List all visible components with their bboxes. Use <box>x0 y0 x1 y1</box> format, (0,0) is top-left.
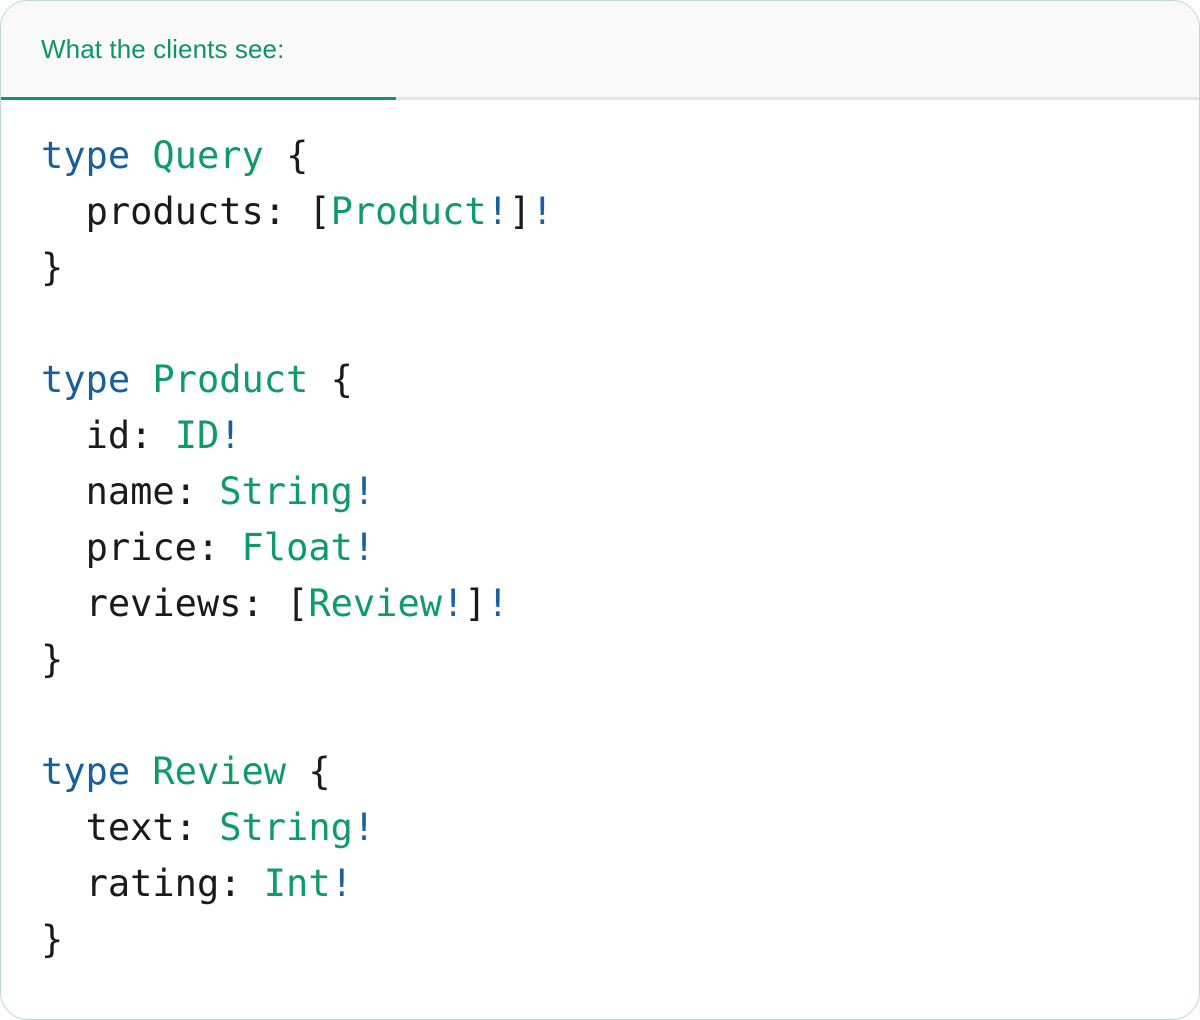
code-token-field: reviews <box>85 582 242 625</box>
code-token-bang: ! <box>486 582 509 625</box>
code-line: type Query { <box>41 128 1199 184</box>
code-token-plain <box>41 526 86 569</box>
code-token-punct: : <box>263 190 309 233</box>
code-token-bang: ! <box>486 190 509 233</box>
code-token-punct: { <box>286 134 309 177</box>
code-token-type: Review <box>308 582 442 625</box>
code-token-plain <box>286 750 308 793</box>
code-token-plain <box>130 134 152 177</box>
code-token-plain <box>130 358 152 401</box>
code-token-field: id <box>85 414 131 457</box>
graphql-schema-code[interactable]: type Query { products: [Product!]!} type… <box>1 128 1199 968</box>
code-token-plain <box>308 358 330 401</box>
code-token-punct: : <box>241 582 287 625</box>
code-token-field: name <box>85 470 175 513</box>
code-token-type: ID <box>174 414 220 457</box>
code-token-type: Query <box>152 134 264 177</box>
code-token-punct: : <box>174 470 220 513</box>
code-token-punct: ] <box>508 190 532 233</box>
code-line: reviews: [Review!]! <box>41 576 1199 632</box>
code-line: } <box>41 912 1199 968</box>
code-token-type: Review <box>152 750 287 793</box>
code-token-plain <box>264 134 286 177</box>
code-token-plain <box>41 862 86 905</box>
code-line: text: String! <box>41 800 1199 856</box>
code-token-kw: type <box>41 750 131 793</box>
tab-strip: What the clients see: <box>1 1 1199 100</box>
code-token-punct: : <box>130 414 175 457</box>
code-token-type: Float <box>241 526 353 569</box>
code-token-bang: ! <box>330 862 353 905</box>
code-token-punct: : <box>219 862 264 905</box>
code-line: price: Float! <box>41 520 1199 576</box>
code-token-kw: type <box>41 134 131 177</box>
code-line <box>41 688 1199 744</box>
code-line: products: [Product!]! <box>41 184 1199 240</box>
code-token-bang: ! <box>219 414 242 457</box>
code-line: name: String! <box>41 464 1199 520</box>
code-token-punct: } <box>41 638 64 681</box>
code-token-field: products <box>85 190 264 233</box>
code-token-field: text <box>85 806 175 849</box>
code-token-punct: [ <box>286 582 309 625</box>
code-line: type Product { <box>41 352 1199 408</box>
code-token-field: price <box>85 526 197 569</box>
code-token-bang: ! <box>442 582 465 625</box>
code-line: rating: Int! <box>41 856 1199 912</box>
code-token-plain <box>130 750 152 793</box>
code-line: type Review { <box>41 744 1199 800</box>
code-token-punct: { <box>330 358 353 401</box>
code-token-plain <box>41 414 86 457</box>
code-token-bang: ! <box>352 470 376 513</box>
code-token-type: Product <box>152 358 309 401</box>
tab-what-the-clients-see[interactable]: What the clients see: <box>1 1 396 100</box>
code-line: } <box>41 240 1199 296</box>
code-token-type: String <box>219 470 353 513</box>
code-token-punct: : <box>196 526 242 569</box>
code-token-plain <box>41 806 86 849</box>
code-token-kw: type <box>41 358 131 401</box>
code-token-plain <box>41 190 86 233</box>
code-token-bang: ! <box>531 190 554 233</box>
code-token-field: rating <box>85 862 220 905</box>
code-line: } <box>41 632 1199 688</box>
code-line: id: ID! <box>41 408 1199 464</box>
code-token-plain <box>41 470 86 513</box>
code-token-type: Product <box>330 190 487 233</box>
tab-label: What the clients see: <box>41 33 285 64</box>
code-token-bang: ! <box>352 526 376 569</box>
code-token-type: String <box>219 806 353 849</box>
code-token-plain <box>41 582 86 625</box>
code-token-punct: { <box>308 750 331 793</box>
code-token-punct: : <box>174 806 220 849</box>
code-token-type: Int <box>263 862 331 905</box>
code-token-punct: } <box>41 918 64 961</box>
code-token-punct: ] <box>464 582 487 625</box>
code-token-bang: ! <box>352 806 376 849</box>
code-token-punct: [ <box>308 190 331 233</box>
code-area: type Query { products: [Product!]!} type… <box>1 100 1199 968</box>
code-line <box>41 296 1199 352</box>
code-token-punct: } <box>41 246 64 289</box>
